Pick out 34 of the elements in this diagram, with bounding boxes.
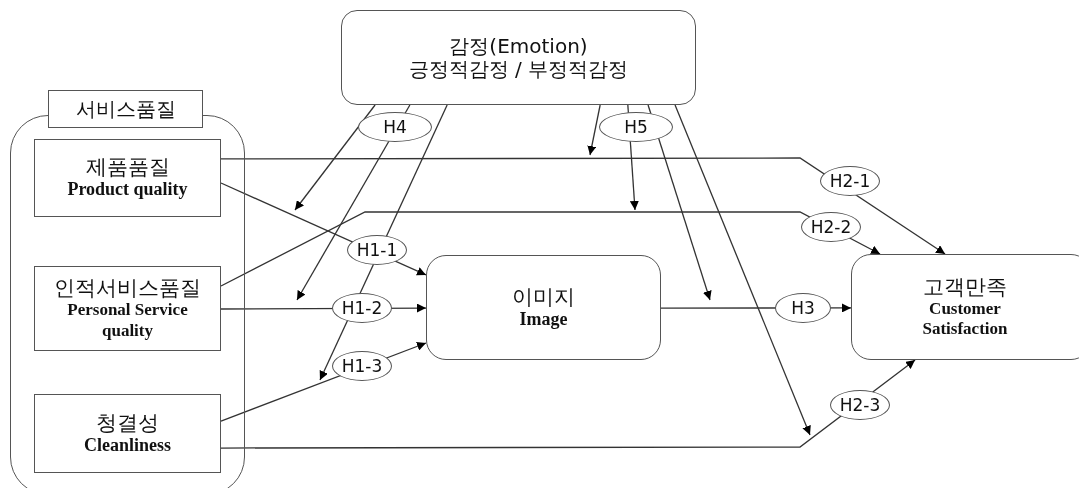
construct-name: 감정(Emotion) — [449, 34, 588, 58]
hypothesis-label: H3 — [775, 293, 831, 323]
moderating-arrow — [294, 104, 376, 211]
hypothesis-label: H2-1 — [820, 166, 880, 196]
construct-name: 청결성 — [96, 410, 159, 435]
english-name: Personal Service quality — [66, 300, 189, 341]
construct-box — [34, 266, 221, 351]
construct-name: 인적서비스품질 — [54, 276, 201, 301]
construct-box — [34, 394, 221, 473]
hypothesis-label: H1-1 — [347, 235, 407, 265]
moderating-arrow — [674, 104, 811, 436]
path-arrow — [220, 211, 881, 287]
english-name: Product quality — [67, 179, 188, 201]
path-arrow — [220, 359, 916, 449]
path-arrow — [220, 157, 946, 255]
english-name: Image — [519, 308, 568, 331]
construct-name: 제품품질 — [85, 155, 170, 180]
hypothesis-label: H2-3 — [830, 390, 890, 420]
group-heading: 서비스품질 — [48, 90, 203, 128]
moderating-arrow — [587, 104, 601, 156]
construct-name: 이미지 — [512, 284, 575, 309]
construct-box — [426, 255, 661, 360]
construct-box — [34, 139, 221, 217]
hypothesis-label: H2-2 — [801, 212, 861, 242]
hypothesis-label: H1-3 — [332, 351, 392, 381]
english-name: Cleanliness — [84, 434, 171, 457]
hypothesis-label: H4 — [358, 112, 432, 142]
moderator-levels: 긍정적감정 / 부정적감정 — [408, 57, 629, 81]
construct-box — [851, 254, 1079, 360]
moderator-box — [341, 10, 696, 105]
hypothesis-label: H1-2 — [332, 293, 392, 323]
construct-name: 고객만족 — [923, 274, 1007, 299]
hypothesis-label: H5 — [599, 112, 673, 142]
english-name: Customer Satisfaction — [921, 298, 1009, 340]
